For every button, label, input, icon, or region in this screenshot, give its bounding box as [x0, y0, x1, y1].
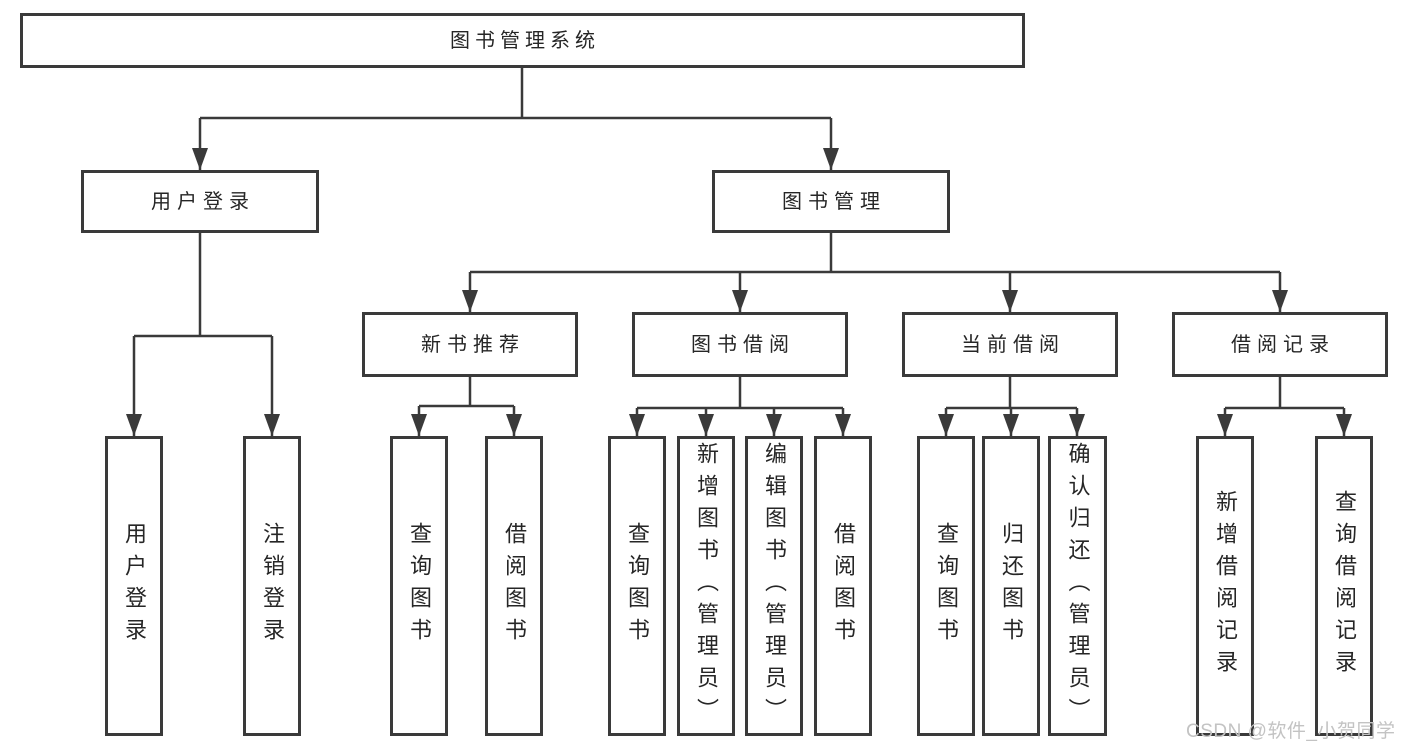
node-label: 当前借阅	[961, 333, 1065, 356]
node-label: 图书借阅	[691, 333, 795, 356]
node-label: 新增借阅记录	[1213, 490, 1238, 682]
node-label: 借阅图书	[502, 522, 527, 650]
node-user-login: 用户登录	[105, 436, 163, 736]
node-label: 查询图书	[625, 522, 650, 650]
node-query-borrow-record: 查询借阅记录	[1315, 436, 1373, 736]
node-borrowing-records: 借阅记录	[1172, 312, 1388, 377]
node-book-management: 图书管理	[712, 170, 950, 233]
node-label: 借阅记录	[1231, 333, 1335, 356]
node-current-borrowing: 当前借阅	[902, 312, 1118, 377]
node-logout-login: 注销登录	[243, 436, 301, 736]
node-add-borrow-record: 新增借阅记录	[1196, 436, 1254, 736]
node-label: 用户登录	[122, 522, 147, 650]
node-label: 用户登录	[151, 190, 255, 213]
node-edit-books-admin: 编辑图书（管理员）	[745, 436, 803, 736]
node-label: 查询图书	[934, 522, 959, 650]
node-book-management-system: 图书管理系统	[20, 13, 1025, 68]
node-label: 新增图书（管理员）	[694, 442, 719, 730]
node-label: 编辑图书（管理员）	[762, 442, 787, 730]
node-return-books: 归还图书	[982, 436, 1040, 736]
node-query-books-current: 查询图书	[917, 436, 975, 736]
node-user-login-group: 用户登录	[81, 170, 319, 233]
node-label: 归还图书	[999, 522, 1024, 650]
node-label: 查询借阅记录	[1332, 490, 1357, 682]
node-query-books-borrowing: 查询图书	[608, 436, 666, 736]
node-label: 查询图书	[407, 522, 432, 650]
node-borrow-books-recommend: 借阅图书	[485, 436, 543, 736]
node-borrow-books-borrowing: 借阅图书	[814, 436, 872, 736]
watermark-text: CSDN @软件_小贺同学	[1186, 721, 1396, 742]
node-label: 注销登录	[260, 522, 285, 650]
node-label: 图书管理系统	[450, 29, 600, 52]
node-new-book-recommend: 新书推荐	[362, 312, 578, 377]
node-query-books-recommend: 查询图书	[390, 436, 448, 736]
node-add-books-admin: 新增图书（管理员）	[677, 436, 735, 736]
node-label: 借阅图书	[831, 522, 856, 650]
connector-rails	[134, 68, 1344, 410]
node-book-borrowing: 图书借阅	[632, 312, 848, 377]
node-label: 确认归还（管理员）	[1065, 442, 1091, 730]
node-label: 新书推荐	[421, 333, 525, 356]
node-label: 图书管理	[782, 190, 886, 213]
node-confirm-return-admin: 确认归还（管理员）	[1048, 436, 1107, 736]
